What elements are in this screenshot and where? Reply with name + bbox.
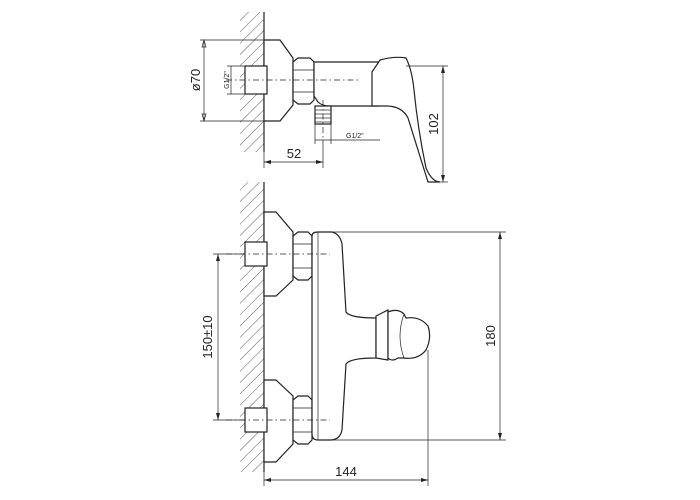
dim-thread-inlet-label: G1/2": [224, 71, 231, 89]
escutcheon-top: [263, 39, 294, 122]
mixer-body-top: [313, 61, 379, 107]
mixer-body-front: [311, 231, 377, 441]
front-view: 150±10 180 144: [200, 182, 506, 486]
handle-top: [371, 56, 441, 183]
dim-diameter-label: ø70: [188, 69, 203, 91]
side-view: ø70 G1/2" G1/2" 52 102: [188, 12, 448, 183]
escutcheon-upper: [263, 211, 294, 297]
hex-nut-top: [292, 57, 315, 105]
handle-front: [387, 309, 431, 361]
dim-height-top-label: 102: [426, 113, 441, 135]
dim-height-front-label: 180: [483, 325, 498, 347]
dim-thread-outlet-label: G1/2": [346, 133, 364, 140]
hex-nut-upper: [292, 231, 313, 281]
cartridge-front: [375, 309, 389, 361]
dim-width-label: 144: [335, 464, 357, 479]
escutcheon-lower: [263, 379, 294, 463]
dim-spacing-label: 150±10: [200, 315, 215, 358]
dim-depth-label: 52: [287, 146, 301, 161]
